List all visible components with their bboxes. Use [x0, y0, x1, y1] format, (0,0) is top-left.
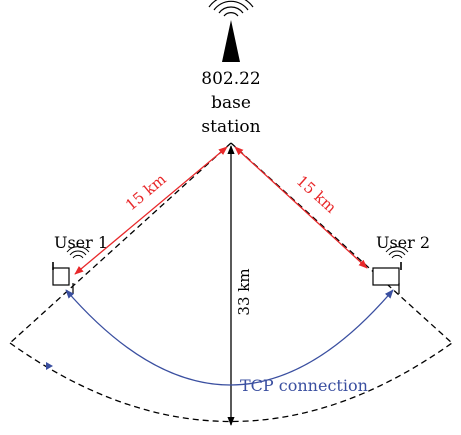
base-station-label-line1: 802.22: [201, 69, 260, 89]
small-marker-icon: [46, 362, 53, 370]
left-link-label: 15 km: [122, 170, 170, 214]
right-link-label: 15 km: [293, 172, 340, 217]
vertical-distance-label: 33 km: [235, 268, 253, 315]
right-link-arrow: [234, 146, 368, 269]
tcp-connection-arc: [65, 289, 394, 386]
base-station-label-line3: station: [201, 117, 260, 137]
base-station-antenna-icon: [208, 0, 254, 62]
user2-label: User 2: [376, 233, 430, 252]
user1-label: User 1: [54, 233, 108, 252]
user1-device-icon: [52, 246, 90, 294]
left-link-arrow: [74, 146, 228, 275]
base-station-label-line2: base: [211, 93, 251, 113]
coverage-sector: [9, 142, 453, 423]
tcp-connection-label: TCP connection: [240, 376, 368, 395]
user2-device-icon: [372, 246, 409, 294]
